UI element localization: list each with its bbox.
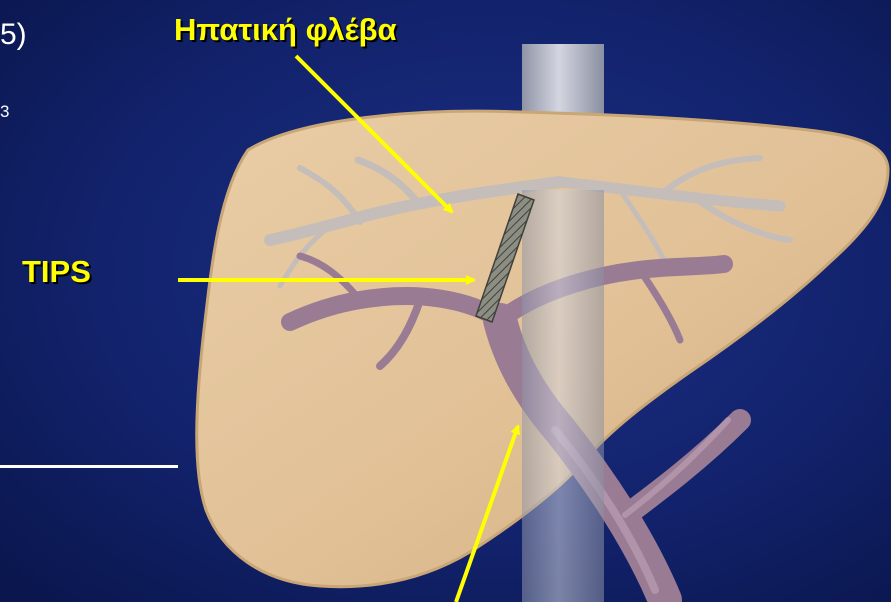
partial-text-fragment-small: 3 xyxy=(0,102,9,122)
tips-label: TIPS xyxy=(22,254,91,290)
partial-text-fragment: 5) xyxy=(0,18,27,52)
arrow-portal-vein xyxy=(456,426,518,602)
arrow-hepatic-vein xyxy=(296,56,452,212)
hepatic-vein-label: Ηπατική φλέβα xyxy=(174,12,397,48)
divider-line xyxy=(0,465,178,468)
